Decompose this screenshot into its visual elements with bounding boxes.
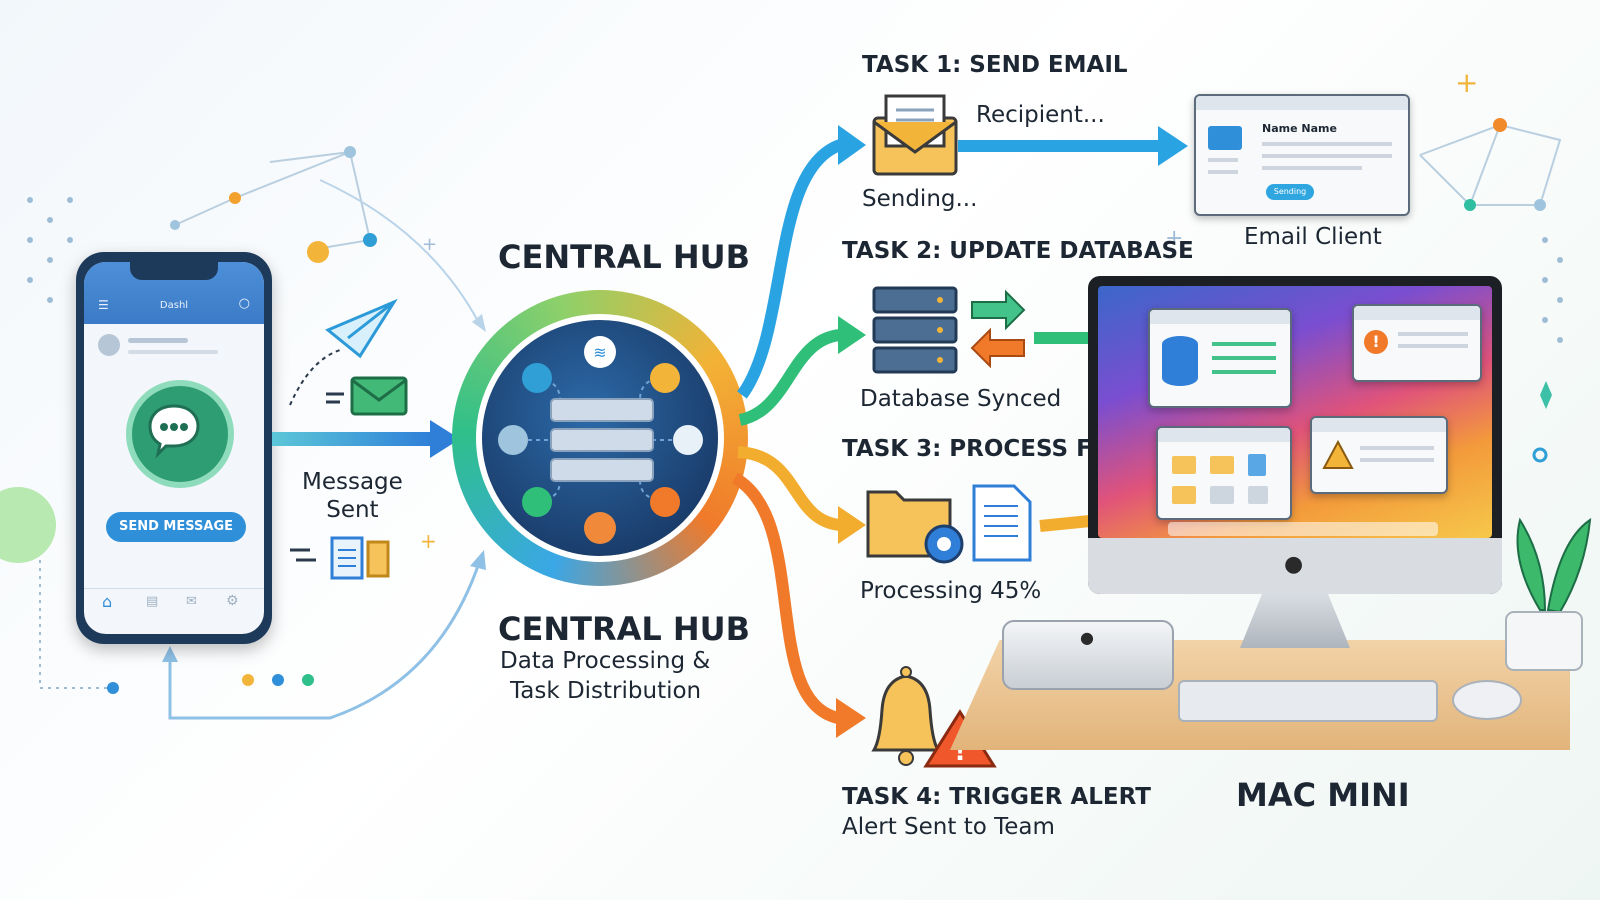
home-icon[interactable]: ⌂: [102, 592, 113, 611]
alert-icon: !: [1364, 330, 1388, 354]
folder-icon: [1172, 486, 1196, 504]
mail-icon: [1208, 126, 1242, 150]
file-icon: [1248, 454, 1266, 476]
document-icon: [972, 484, 1032, 562]
database-icon: [1162, 336, 1198, 386]
settings-icon[interactable]: ⚙: [226, 593, 239, 609]
files-window: [1156, 426, 1292, 520]
database-server-icon: [872, 286, 958, 374]
phone-notch: [130, 262, 218, 280]
database-window: [1148, 308, 1292, 408]
email-name: Name Name: [1262, 122, 1337, 135]
server-icon: [550, 398, 654, 422]
mail-icon[interactable]: ✉: [186, 594, 197, 609]
imac-chin: ●: [1088, 538, 1502, 594]
hub-title-bottom: CENTRAL HUB: [498, 610, 751, 648]
apple-logo-icon: ●: [1080, 628, 1094, 647]
folder-gear-icon: [866, 490, 964, 564]
email-client-window: Name Name Sending: [1194, 94, 1410, 216]
task2-status: Database Synced: [860, 386, 1062, 412]
dock: [1168, 522, 1438, 536]
document-icon: [330, 536, 390, 580]
task4-title: TASK 4: TRIGGER ALERT: [842, 784, 1151, 810]
send-message-button[interactable]: SEND MESSAGE: [106, 512, 246, 542]
hub-title-top: CENTRAL HUB: [498, 238, 751, 276]
apple-logo-icon: ●: [1284, 552, 1304, 577]
message-sent-label: Message Sent: [302, 469, 403, 523]
email-client-label: Email Client: [1244, 224, 1382, 250]
smartphone: Dashl ☰ ○ SEND MESSAGE ⌂ ▤ ✉ ⚙: [76, 252, 272, 644]
mouse: [1452, 680, 1522, 720]
folder-icon: [1210, 456, 1234, 474]
folder-icon: [1172, 456, 1196, 474]
svg-text:≋: ≋: [593, 343, 606, 362]
mac-mini-label: MAC MINI: [1236, 776, 1410, 814]
folder-icon: [1210, 486, 1234, 504]
task4-status: Alert Sent to Team: [842, 814, 1055, 840]
task2-title: TASK 2: UPDATE DATABASE: [842, 238, 1194, 264]
server-icon: [550, 458, 654, 482]
envelope-icon: [350, 376, 408, 416]
mac-mini: ●: [1002, 620, 1174, 690]
hub-subtitle-line1: Data Processing &: [500, 648, 711, 674]
bell-icon: [871, 666, 941, 766]
sending-button[interactable]: Sending: [1266, 184, 1314, 200]
imac-monitor: ! ●: [1088, 276, 1502, 594]
task1-sending-note: Sending...: [862, 186, 978, 212]
chat-bubble-icon: [126, 380, 234, 488]
search-icon: ○: [238, 296, 250, 311]
open-envelope-icon: [872, 94, 958, 176]
text-placeholder: [128, 350, 218, 354]
svg-text:+: +: [420, 529, 437, 553]
imac-stand: [1240, 594, 1350, 648]
task3-title: TASK 3: PROCESS FILE: [842, 436, 1131, 462]
svg-text:+: +: [1455, 66, 1478, 99]
svg-text:+: +: [422, 234, 437, 255]
svg-text:!: !: [954, 737, 966, 767]
task1-recipient-note: Recipient...: [976, 102, 1105, 128]
task1-title: TASK 1: SEND EMAIL: [862, 52, 1128, 78]
hub-subtitle-line2: Task Distribution: [510, 678, 702, 704]
paper-plane-icon: [325, 298, 398, 359]
server-icon: [550, 428, 654, 452]
keyboard: [1178, 680, 1438, 722]
phone-header-title: Dashl: [159, 300, 189, 311]
phone-screen: Dashl ☰ ○ SEND MESSAGE ⌂ ▤ ✉ ⚙: [84, 262, 264, 634]
warning-window: [1310, 416, 1448, 494]
alert-window: !: [1352, 304, 1482, 382]
text-placeholder: [128, 338, 188, 343]
task3-progress: Processing 45%: [860, 578, 1042, 604]
documents-icon[interactable]: ▤: [146, 594, 159, 609]
file-icon: [1248, 486, 1268, 504]
svg-text:+: +: [1165, 226, 1183, 251]
sync-arrows-icon: [970, 289, 1026, 369]
avatar: [98, 334, 120, 356]
menu-icon: ☰: [98, 298, 109, 312]
imac-screen: !: [1098, 286, 1492, 538]
